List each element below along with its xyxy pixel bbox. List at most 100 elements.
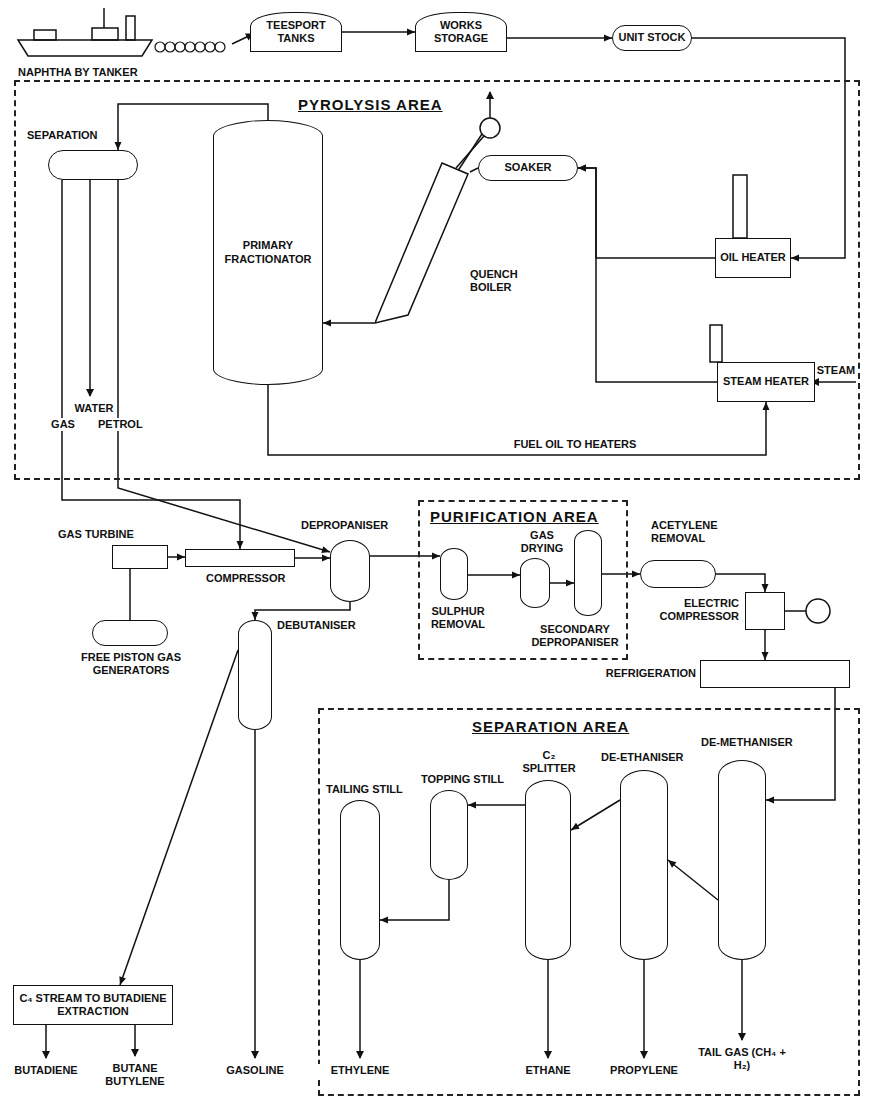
tanker-hull	[18, 40, 152, 56]
unit-label: SECONDARY DEPROPANISER	[527, 623, 623, 649]
unit-label: COMPRESSOR	[206, 572, 296, 585]
water-arrow	[89, 180, 91, 396]
heater-stack	[710, 325, 722, 362]
flow-line	[716, 574, 769, 592]
steam-arrow	[812, 381, 856, 383]
flow-line	[762, 630, 769, 660]
flow-line	[602, 571, 640, 578]
unit-label: DEBUTANISER	[277, 619, 367, 632]
quench-boiler: QUENCH BOILER	[375, 160, 470, 325]
flow-line	[323, 320, 375, 327]
column-vessel: DE-ETHANISER	[620, 770, 668, 960]
column-vessel: SULPHUR REMOVAL	[440, 548, 468, 600]
flow-line	[550, 580, 574, 587]
arrow-head	[407, 29, 415, 36]
tanker-mast	[103, 8, 105, 28]
flow-line	[380, 880, 449, 924]
steam-drum	[480, 118, 500, 138]
flow-line	[468, 802, 525, 809]
unit-label: SULPHUR REMOVAL	[423, 605, 493, 631]
stream-label: STEAM	[815, 364, 857, 377]
flow-line	[252, 602, 351, 620]
stream-label: WATER	[72, 402, 116, 415]
product-arrow	[741, 960, 743, 1040]
unit-label: GAS TURBINE	[58, 528, 138, 541]
process-box: C₄ STREAM TO BUTADIENE EXTRACTION	[13, 985, 173, 1025]
hose-loop	[185, 42, 195, 52]
arrow-head	[668, 860, 676, 868]
product-arrow	[359, 960, 361, 1058]
stream-label: GASOLINE	[213, 1064, 297, 1077]
process-box: STEAM HEATER	[717, 362, 815, 402]
unit-label: ELECTRIC COMPRESSOR	[634, 597, 739, 623]
flow-line	[370, 553, 440, 560]
flow-line	[692, 38, 845, 262]
arrow-head	[512, 572, 520, 579]
tanker-bridge	[92, 28, 118, 40]
column-vessel: C₂ SPLITTER	[525, 780, 571, 960]
stream-label: ETHYLENE	[318, 1064, 402, 1077]
process-box: OIL HEATER	[715, 238, 791, 278]
stream-label: GAS	[50, 418, 76, 431]
area-region: PURIFICATION AREA SULPHUR REMOVAL GAS DRYI…	[418, 500, 628, 660]
column-vessel: PRIMARY FRACTIONATOR	[213, 120, 323, 385]
product-arrow	[45, 1025, 47, 1058]
area-title: SEPARATION AREA	[472, 718, 629, 736]
motor-symbol	[806, 599, 830, 623]
arrow-head	[604, 35, 612, 42]
arrow-head	[566, 580, 574, 587]
flow-line	[168, 554, 185, 561]
unit-label: DE-ETHANISER	[601, 751, 691, 764]
column-vessel: TOPPING STILL	[430, 790, 468, 880]
area-region: SEPARATION AREADE-METHANISERDE-ETHANISER…	[318, 708, 860, 1096]
flow-line	[668, 860, 718, 900]
flow-line	[342, 29, 415, 36]
unit-label: SOAKER	[504, 161, 551, 174]
flow-path	[370, 555, 440, 557]
flow-path	[380, 880, 449, 920]
unit-label: ACETYLENE REMOVAL	[651, 519, 731, 545]
stream-label: BUTANE BUTYLENE	[100, 1062, 170, 1088]
vessel-drum: ACETYLENE REMOVAL	[640, 560, 716, 588]
product-arrow	[254, 730, 256, 1058]
stream-label: NAPHTHA BY TANKER	[18, 66, 168, 79]
process-box: ELECTRIC COMPRESSOR	[745, 592, 785, 630]
tanker-funnel	[126, 16, 135, 40]
vessel-drum: UNIT STOCK	[612, 25, 692, 51]
arrow-head	[323, 320, 331, 327]
flow-path	[268, 385, 766, 455]
hose-loop	[175, 42, 185, 52]
area-title: PURIFICATION AREA	[430, 508, 599, 526]
flow-path	[342, 31, 415, 33]
process-box: COMPRESSOR	[185, 549, 295, 567]
stream-label: TAIL GAS (CH₄ + H₂)	[692, 1046, 792, 1072]
arrow-head	[237, 541, 244, 549]
flow-path	[507, 37, 612, 39]
boiler-shell	[375, 163, 468, 323]
boiler-outline	[375, 160, 470, 325]
product-arrow	[547, 960, 549, 1058]
flow-path	[571, 800, 620, 830]
flow-path	[470, 168, 478, 172]
flow-line	[578, 165, 717, 383]
stream-label: PETROL	[98, 418, 142, 431]
arrow-head	[177, 554, 185, 561]
column-vessel: DEPROPANISER	[330, 540, 370, 602]
hose-loop	[215, 42, 225, 52]
unit-label: DEPROPANISER	[301, 519, 397, 532]
unit-label: TAILING STILL	[326, 783, 411, 796]
unit-label: UNIT STOCK	[618, 31, 685, 44]
hose-coil	[155, 42, 225, 52]
unit-label: GAS DRYING	[517, 529, 567, 555]
unit-label: WORKS STORAGE	[416, 19, 506, 45]
unit-label: PRIMARY FRACTIONATOR	[214, 239, 322, 265]
arrow-head	[119, 976, 126, 985]
unit-label: TOPPING STILL	[421, 773, 516, 786]
vessel-drum: FREE PISTON GAS GENERATORS	[92, 620, 168, 646]
flow-path	[692, 38, 845, 258]
arrow-head	[115, 142, 122, 150]
product-arrow	[643, 960, 645, 1058]
arrow-head	[791, 255, 799, 262]
column-vessel: SECONDARY DEPROPANISER	[574, 530, 602, 616]
